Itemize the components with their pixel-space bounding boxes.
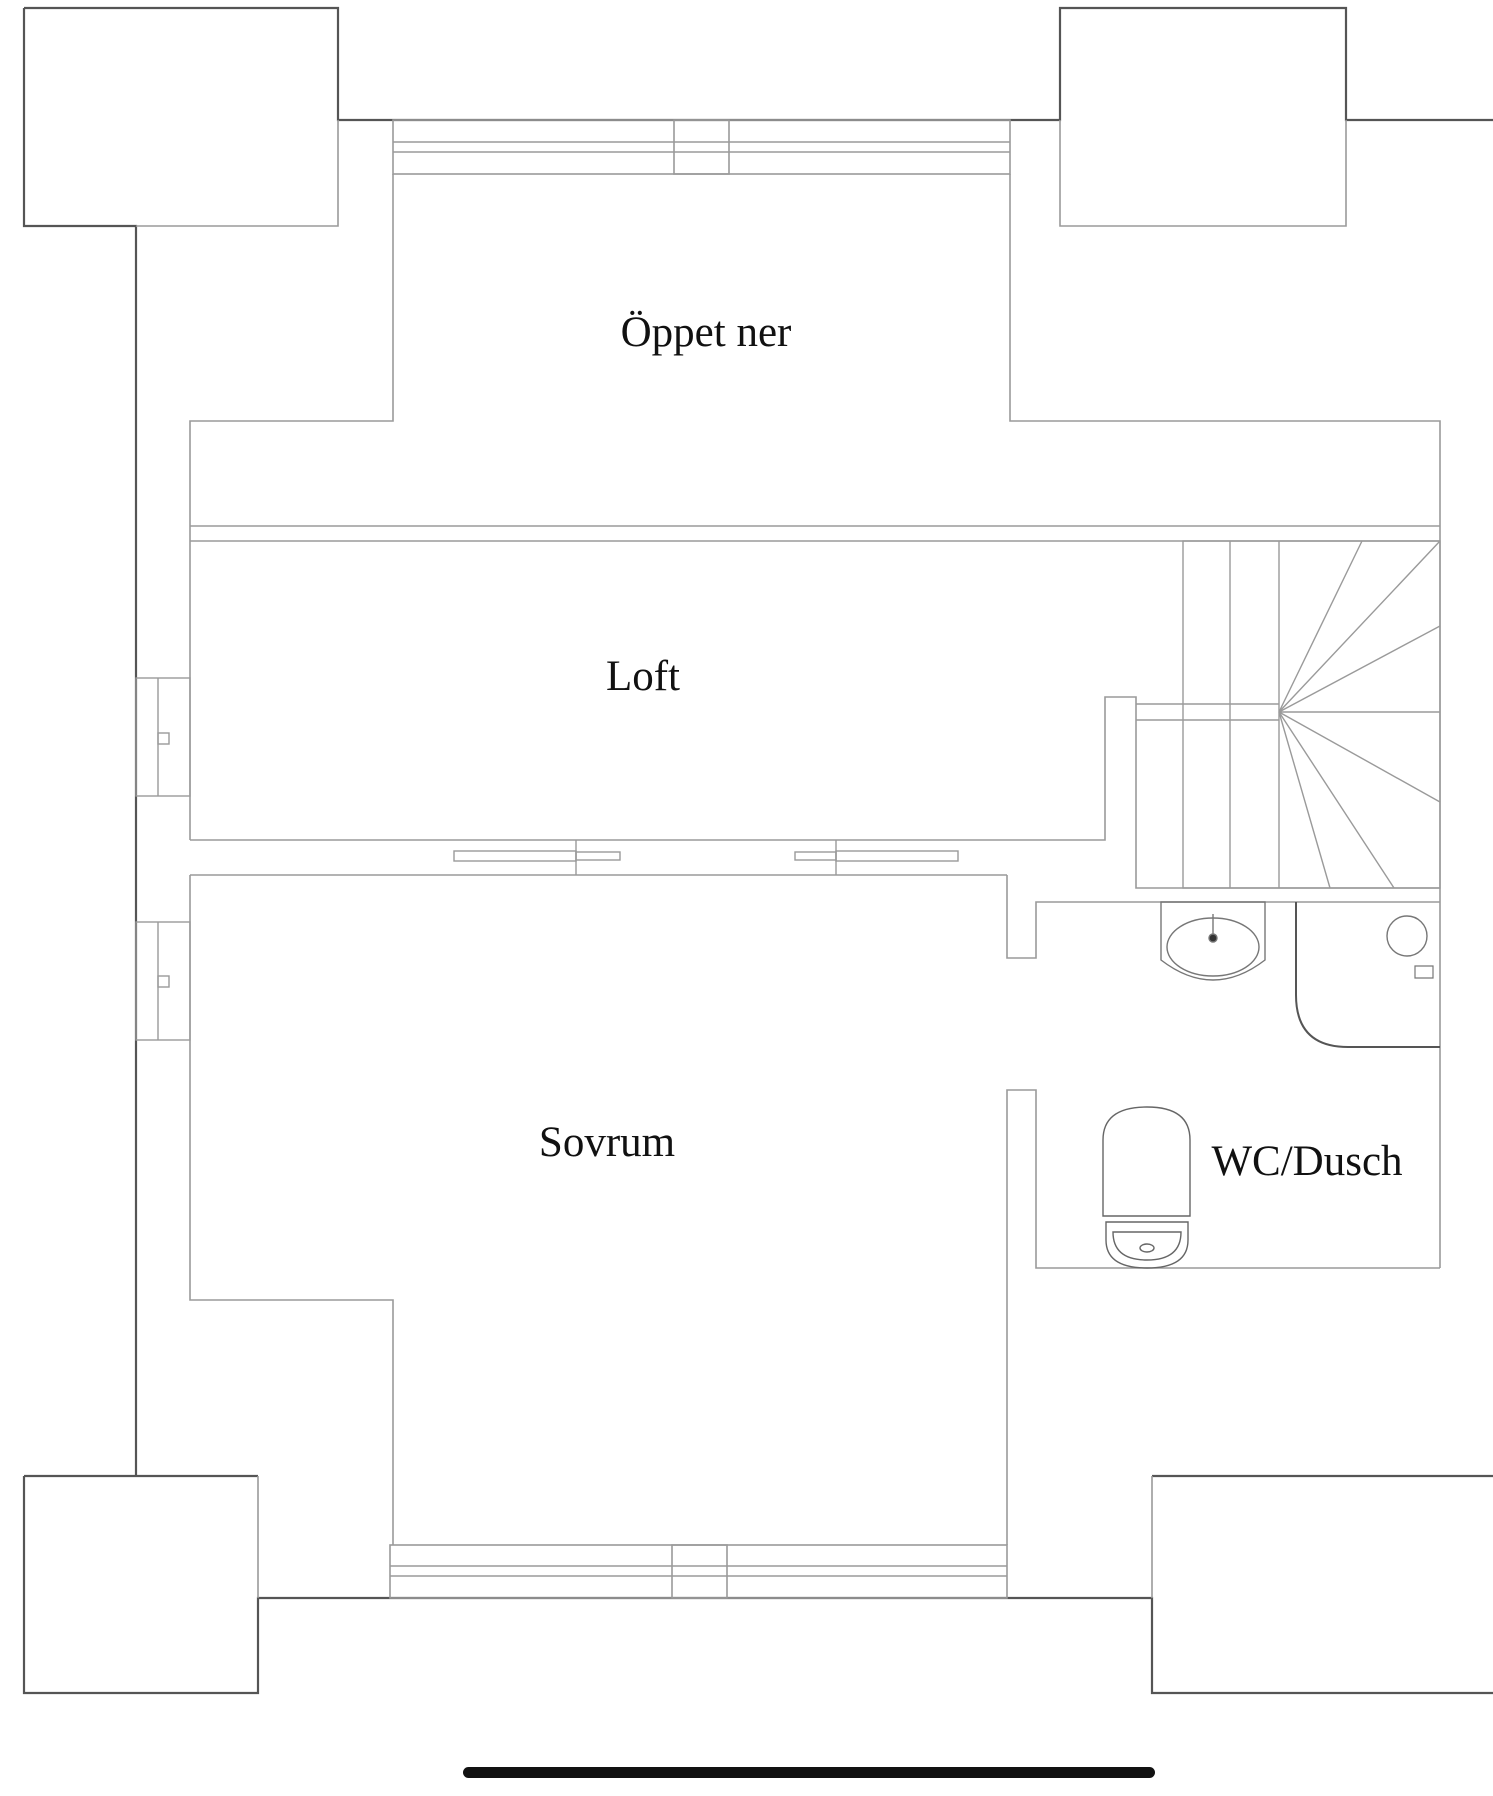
top-window [392,119,1011,175]
staircase [1136,540,1441,889]
room-label-bedroom: Sovrum [539,1119,675,1166]
corner-boxes [136,120,1347,1598]
bottom-window [389,1544,1008,1599]
room-label-open-below: Öppet ner [621,309,792,356]
toilet [1102,1106,1191,1269]
shower [1295,902,1440,1048]
room-label-loft: Loft [606,653,680,700]
outer-walls [22,6,1493,1695]
wash-basin [1160,901,1266,981]
home-indicator[interactable] [463,1767,1155,1778]
left-windows [135,677,191,1041]
room-label-bathroom: WC/Dusch [1211,1138,1402,1185]
sliding-doors [453,840,959,875]
